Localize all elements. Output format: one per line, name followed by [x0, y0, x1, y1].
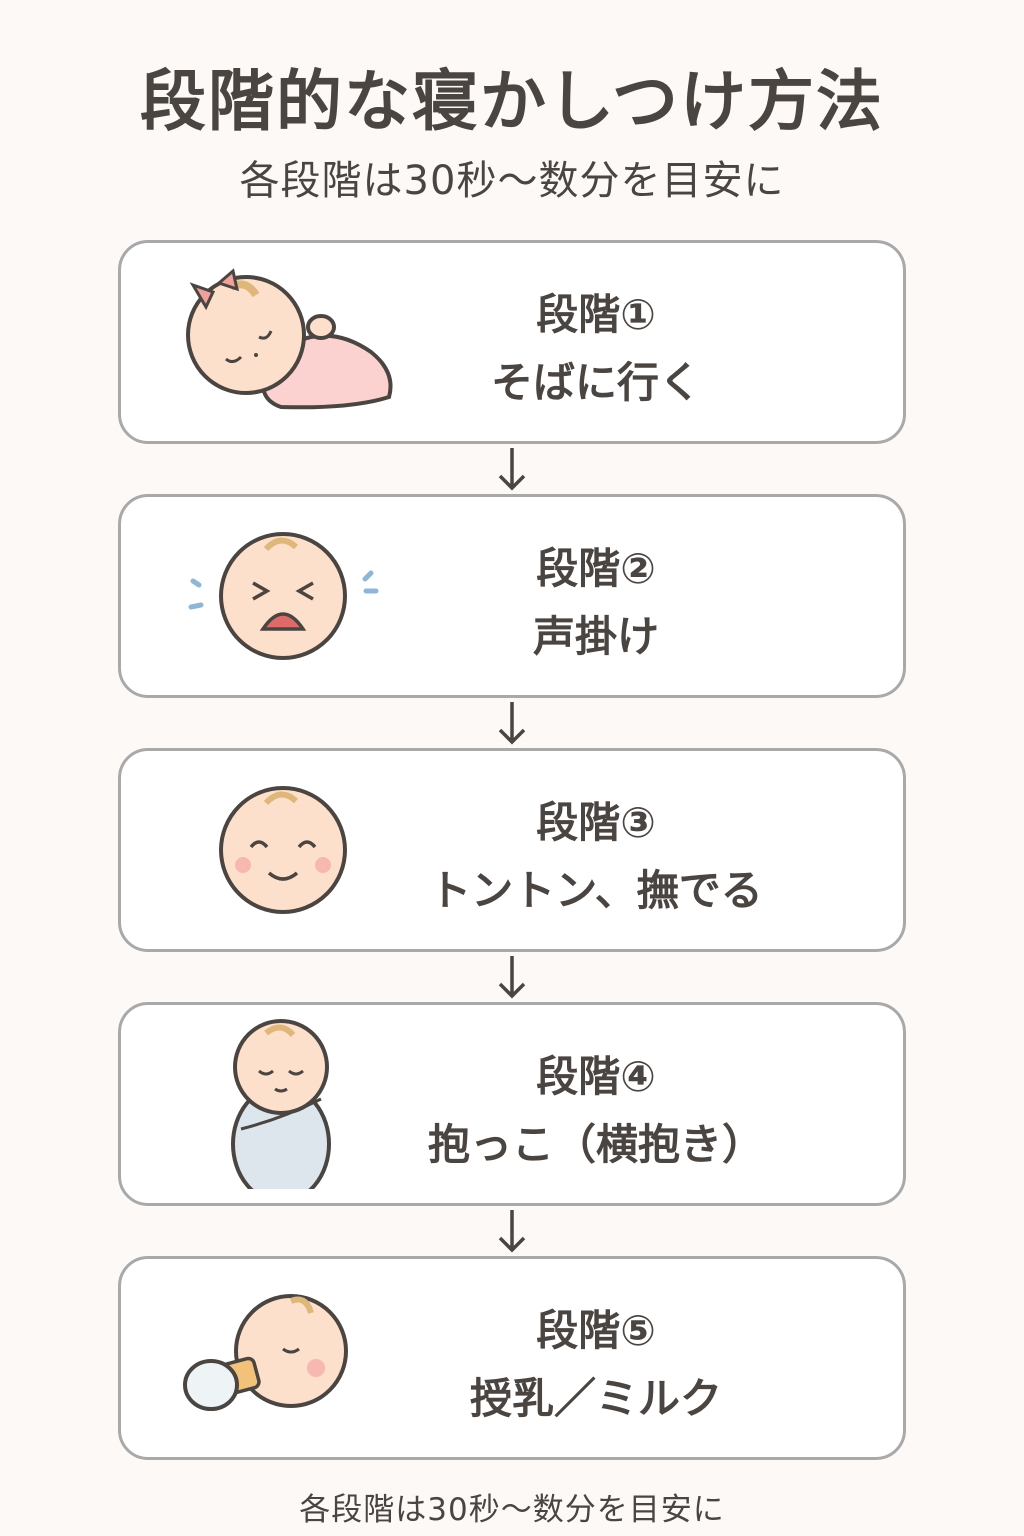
subtitle: 各段階は30秒～数分を目安に — [239, 158, 785, 204]
step-card-3: 段階③ トントン、撫でる — [118, 748, 906, 952]
step-card-1: 段階① そばに行く — [118, 240, 906, 444]
page-title: 段階的な寝かしつけ方法 — [139, 63, 885, 140]
step-label: 声掛け — [532, 612, 659, 661]
step-number: 段階④ — [536, 1052, 656, 1101]
down-arrow-icon — [498, 956, 526, 999]
smiling-baby-icon — [219, 786, 347, 914]
step-card-5: 段階⑤ 授乳／ミルク — [118, 1256, 906, 1460]
step-card-4: 段階④ 抱っこ（横抱き） — [118, 1002, 906, 1206]
step-label: 抱っこ（横抱き） — [427, 1120, 764, 1169]
step-label: そばに行く — [490, 358, 701, 407]
step-number: 段階③ — [536, 798, 656, 847]
down-arrow-icon — [498, 448, 526, 491]
crying-baby-icon — [188, 532, 379, 660]
step-label: 授乳／ミルク — [469, 1374, 722, 1423]
swaddled-baby-icon — [231, 1019, 331, 1189]
baby-bottle-icon — [183, 1294, 348, 1411]
down-arrow-icon — [498, 702, 526, 745]
step-number: 段階⑤ — [536, 1306, 656, 1355]
step-number: 段階② — [536, 544, 656, 593]
step-number: 段階① — [536, 290, 656, 339]
step-card-2: 段階② 声掛け — [118, 494, 906, 698]
down-arrow-icon — [498, 1210, 526, 1253]
footer-note: 各段階は30秒～数分を目安に — [299, 1492, 725, 1528]
sleeping-baby-icon — [186, 268, 393, 410]
step-label: トントン、撫でる — [429, 866, 763, 915]
